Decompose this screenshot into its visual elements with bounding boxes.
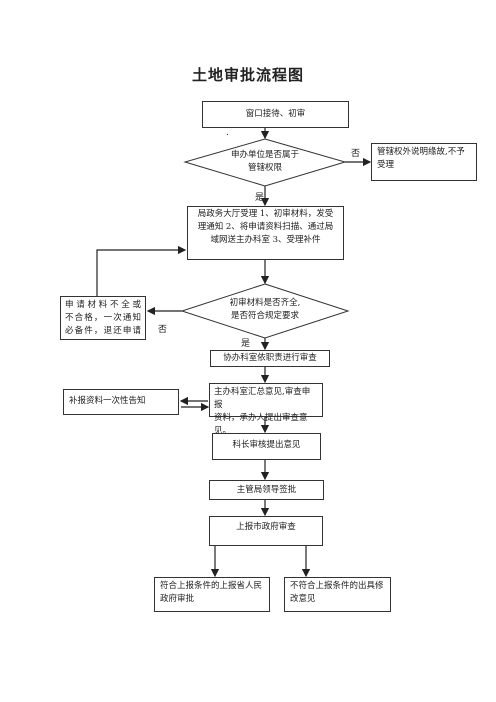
- accept-line-1: 局政务大厅受理 1、初审材料，发受: [197, 209, 334, 219]
- reject-line-2: 改意见: [290, 594, 316, 604]
- section-chief-box: 科长审核提出意见: [212, 433, 321, 460]
- decision2-line-1: 初审材料是否齐全,: [229, 298, 301, 308]
- window-reception-box: 窗口接待、初审: [202, 101, 349, 128]
- decision2-text: 初审材料是否齐全, 是否符合规定要求: [205, 297, 325, 323]
- window-reception-text: 窗口接待、初审: [245, 109, 306, 119]
- no-label-2: 否: [158, 325, 168, 335]
- yes-label-2: 是: [241, 339, 251, 349]
- supplement-notice-text: 补报资料一次性告知: [69, 396, 146, 406]
- outside-line-2: 受理: [377, 160, 395, 170]
- accept-line-2: 理通知 2、将申请资料扫描、通过局: [197, 222, 334, 232]
- yes-label-1: 是: [255, 193, 265, 203]
- page-title: 土地审批流程图: [191, 66, 304, 84]
- section-chief-text: 科长审核提出意见: [232, 440, 301, 450]
- decision1-line-2: 管辖权限: [247, 163, 282, 173]
- accept-box: 局政务大厅受理 1、初审材料，发受 理通知 2、将申请资料扫描、通过局 域网送主…: [187, 206, 344, 260]
- approve-province-box: 符合上报条件的上报省人民 政府审批: [154, 577, 270, 612]
- city-review-box: 上报市政府审查: [209, 516, 323, 546]
- approve-line-2: 政府审批: [160, 594, 195, 604]
- approve-line-1: 符合上报条件的上报省人民: [160, 581, 263, 591]
- reject-line-1: 不符合上报条件的出具修: [290, 581, 384, 591]
- decision1-text: 申办单位是否属于 管辖权限: [205, 149, 325, 175]
- incomplete-materials-box: 申请材料不全或 不合格，一次通知 必备件，退还申请: [60, 296, 146, 340]
- main-line-1: 主办科室汇总意见,审查申报: [214, 387, 311, 410]
- city-review-text: 上报市政府审查: [236, 522, 296, 532]
- reject-opinion-box: 不符合上报条件的出具修 改意见: [284, 577, 391, 612]
- coop-review-text: 协办科室依职责进行审查: [223, 353, 317, 363]
- decision1-line-1: 申办单位是否属于: [230, 150, 299, 160]
- outside-line-1: 管辖权外说明缘故,不予: [377, 147, 465, 157]
- no-label-1: 否: [351, 149, 361, 159]
- leader-sign-box: 主管局领导签批: [209, 480, 324, 500]
- incomplete-line-1: 申请材料不全或: [65, 300, 141, 310]
- incomplete-line-3: 必备件，退还申请: [65, 326, 141, 336]
- supplement-notice-box: 补报资料一次性告知: [63, 389, 179, 415]
- incomplete-line-2: 不合格，一次通知: [65, 313, 141, 323]
- decision2-line-2: 是否符合规定要求: [230, 311, 299, 321]
- outside-jurisdiction-box: 管辖权外说明缘故,不予 受理: [371, 143, 477, 181]
- stray-dot: .: [226, 128, 229, 138]
- arrow-incomplete-to-accept: [96, 245, 187, 296]
- main-review-box: 主办科室汇总意见,审查申报 资料，承办人提出审查意见。: [209, 383, 323, 436]
- leader-sign-text: 主管局领导签批: [236, 485, 297, 495]
- coop-review-box: 协办科室依职责进行审查: [210, 350, 330, 367]
- main-line-2: 资料，承办人提出审查意见。: [214, 413, 308, 436]
- accept-line-3: 域网送主办科室 3、受理补件: [210, 235, 321, 245]
